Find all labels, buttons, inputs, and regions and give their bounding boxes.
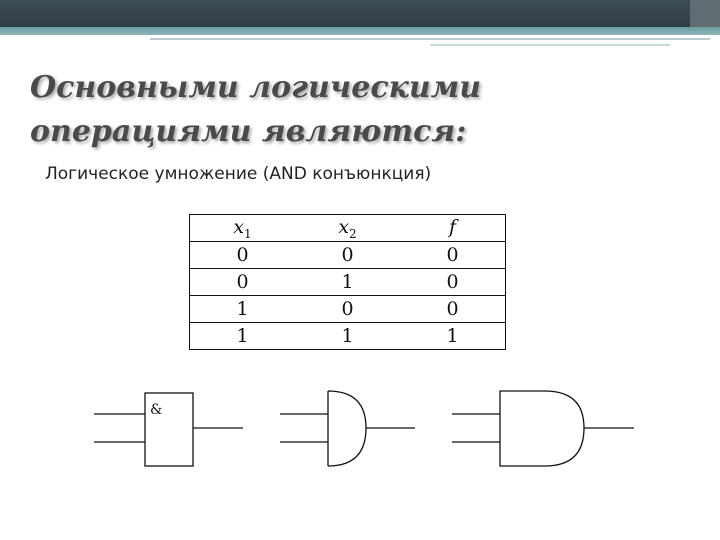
slide-header-edge <box>690 0 720 28</box>
table-cell: 1 <box>400 322 506 350</box>
truth-table-header-cell: x2 <box>295 214 400 242</box>
truth-table: x1 x2 f 0 0 0 0 1 0 1 0 0 1 1 1 <box>189 214 506 350</box>
gate-body <box>144 392 194 467</box>
table-cell: 0 <box>189 241 295 269</box>
table-row: 1 1 1 <box>189 322 506 350</box>
table-cell: 1 <box>295 322 400 350</box>
table-cell: 1 <box>189 295 295 323</box>
slide-accent-line <box>0 27 720 35</box>
gate-body <box>499 390 585 467</box>
slide-subtitle: Логическое умножение (AND конъюнкция) <box>45 164 432 184</box>
truth-table-header-row: x1 x2 f <box>189 214 506 242</box>
slide-header-bar <box>0 0 720 28</box>
and-gate-d-shape-small <box>280 390 415 467</box>
table-cell: 1 <box>189 322 295 350</box>
table-cell: 1 <box>295 268 400 296</box>
slide-accent-thin-line <box>430 44 670 46</box>
truth-table-header-cell: f <box>400 214 506 242</box>
table-cell: 0 <box>189 268 295 296</box>
table-row: 0 0 0 <box>189 241 506 269</box>
and-gate-rectangular <box>94 392 243 467</box>
slide-title: Основными логическими операциями являютс… <box>30 70 502 149</box>
table-cell: 0 <box>295 241 400 269</box>
gate-and-label: & <box>150 402 163 418</box>
and-gate-d-shape-wide <box>452 390 634 467</box>
slide-accent-thin-line <box>150 38 710 40</box>
table-row: 0 1 0 <box>189 268 506 296</box>
gate-body <box>327 390 367 467</box>
truth-table-header-cell: x1 <box>189 214 295 242</box>
